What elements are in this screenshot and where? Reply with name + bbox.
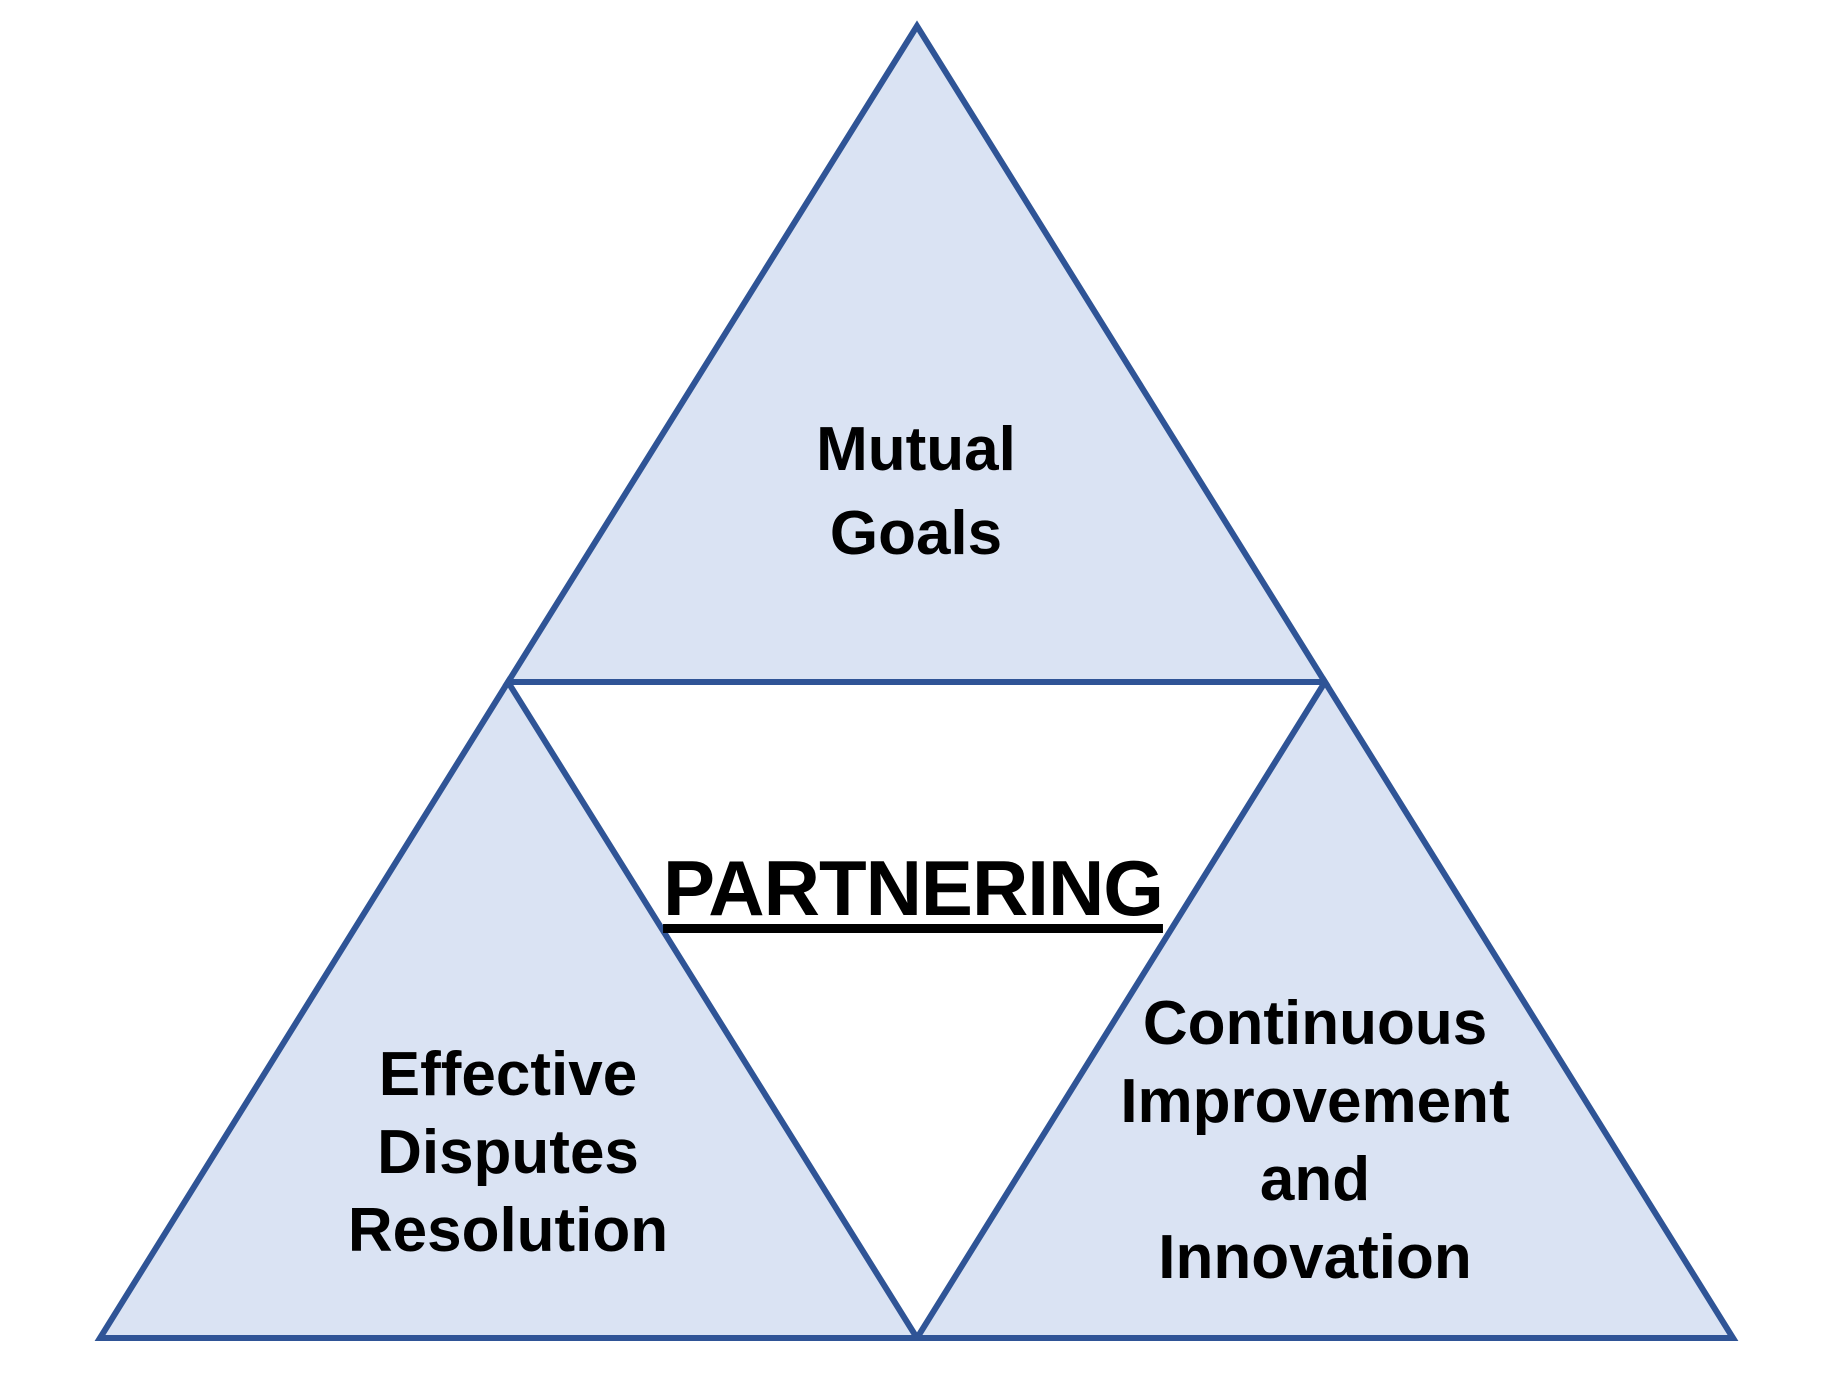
- effective-disputes-line-2: Disputes: [377, 1118, 639, 1187]
- mutual-goals-label: Mutual Goals: [616, 408, 1216, 576]
- effective-disputes-line-3: Resolution: [347, 1196, 669, 1265]
- mutual-goals-line-2: Goals: [829, 499, 1003, 568]
- partnering-title: PARTNERING: [513, 838, 1313, 938]
- effective-disputes-resolution-label: Effective Disputes Resolution: [208, 1036, 808, 1270]
- continuous-improvement-line-3: and: [1259, 1145, 1371, 1214]
- mutual-goals-line-1: Mutual: [816, 415, 1016, 484]
- effective-disputes-resolution-triangle: [94, 676, 923, 1341]
- effective-disputes-line-1: Effective: [378, 1040, 638, 1109]
- continuous-improvement-line-2: Improvement: [1120, 1067, 1510, 1136]
- continuous-improvement-line-4: Innovation: [1158, 1223, 1472, 1292]
- continuous-improvement-label: Continuous Improvement and Innovation: [1015, 985, 1615, 1297]
- continuous-improvement-innovation-triangle: [911, 676, 1739, 1341]
- continuous-improvement-line-1: Continuous: [1142, 989, 1488, 1058]
- partnering-title-text: PARTNERING: [663, 844, 1164, 932]
- mutual-goals-triangle: [502, 20, 1331, 685]
